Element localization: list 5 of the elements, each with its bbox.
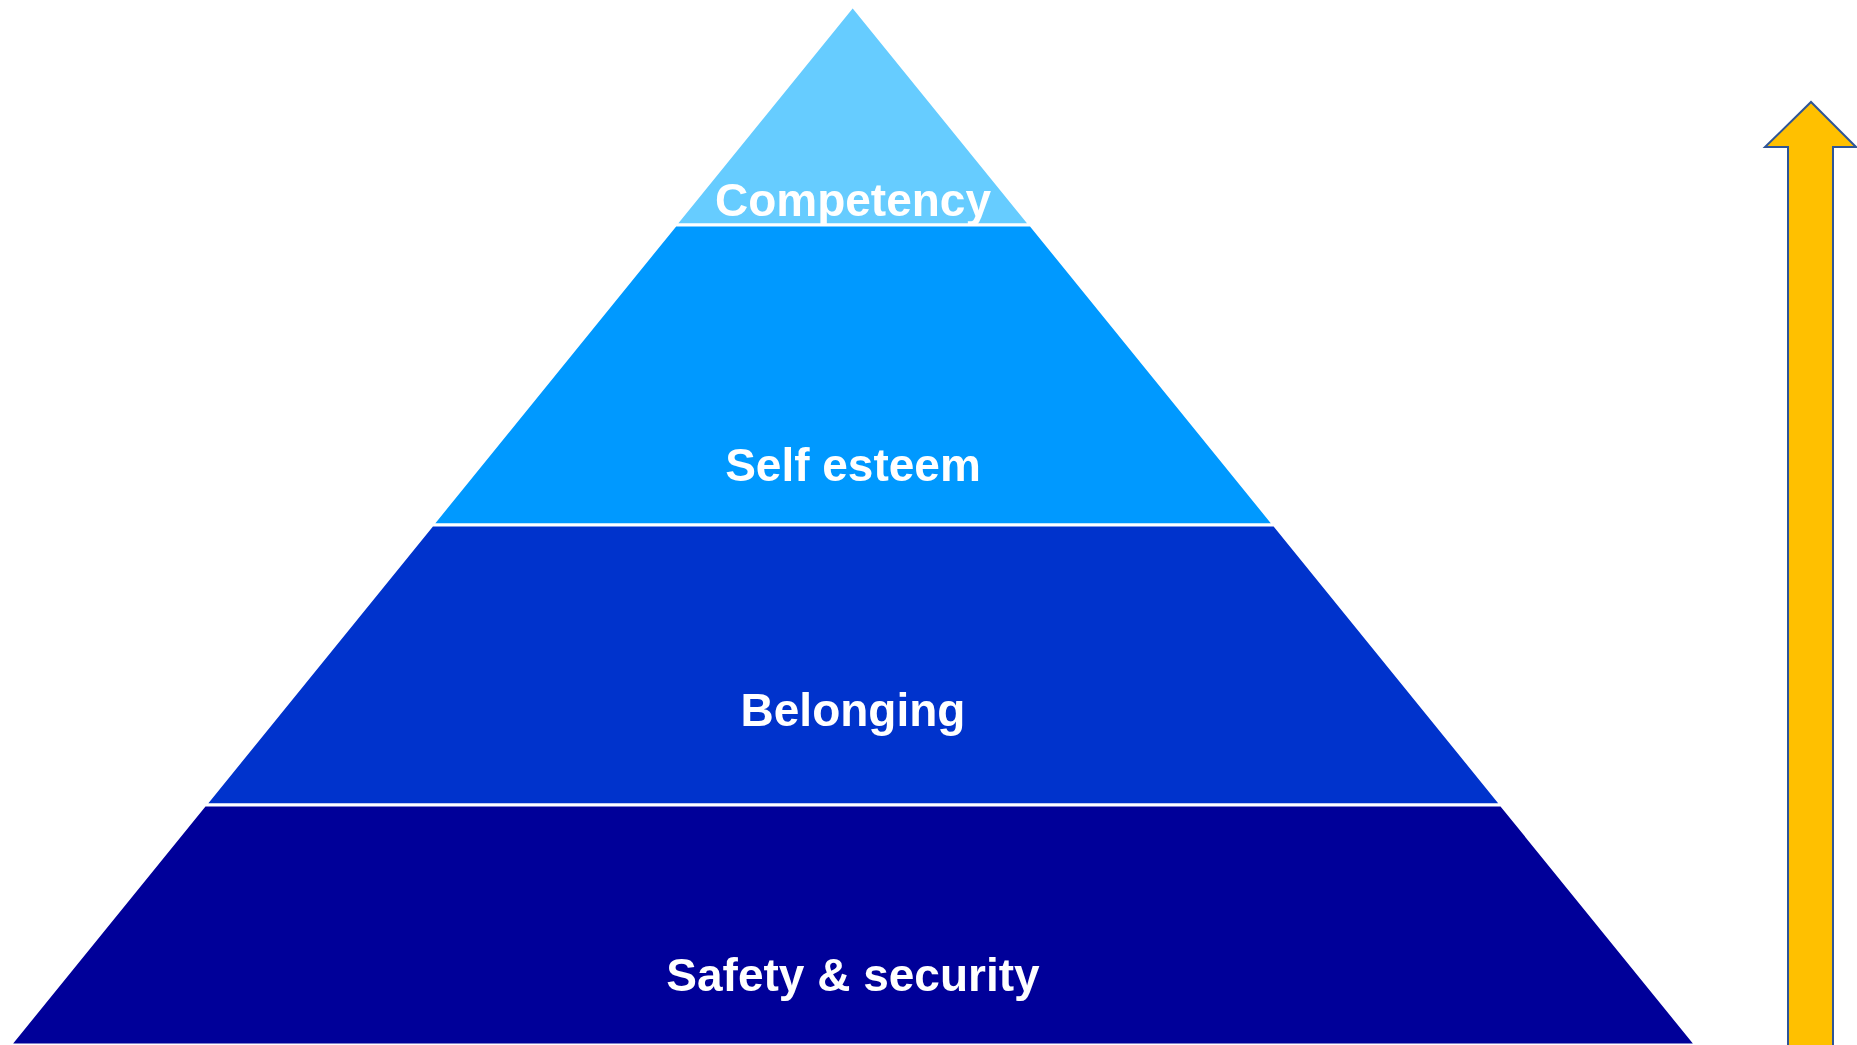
level-label: Belonging — [740, 683, 966, 737]
level-label: Competency — [714, 173, 991, 227]
level-label: Safety & security — [666, 948, 1040, 1002]
level-label: Self esteem — [725, 438, 981, 492]
pyramid-level — [10, 805, 1696, 1045]
